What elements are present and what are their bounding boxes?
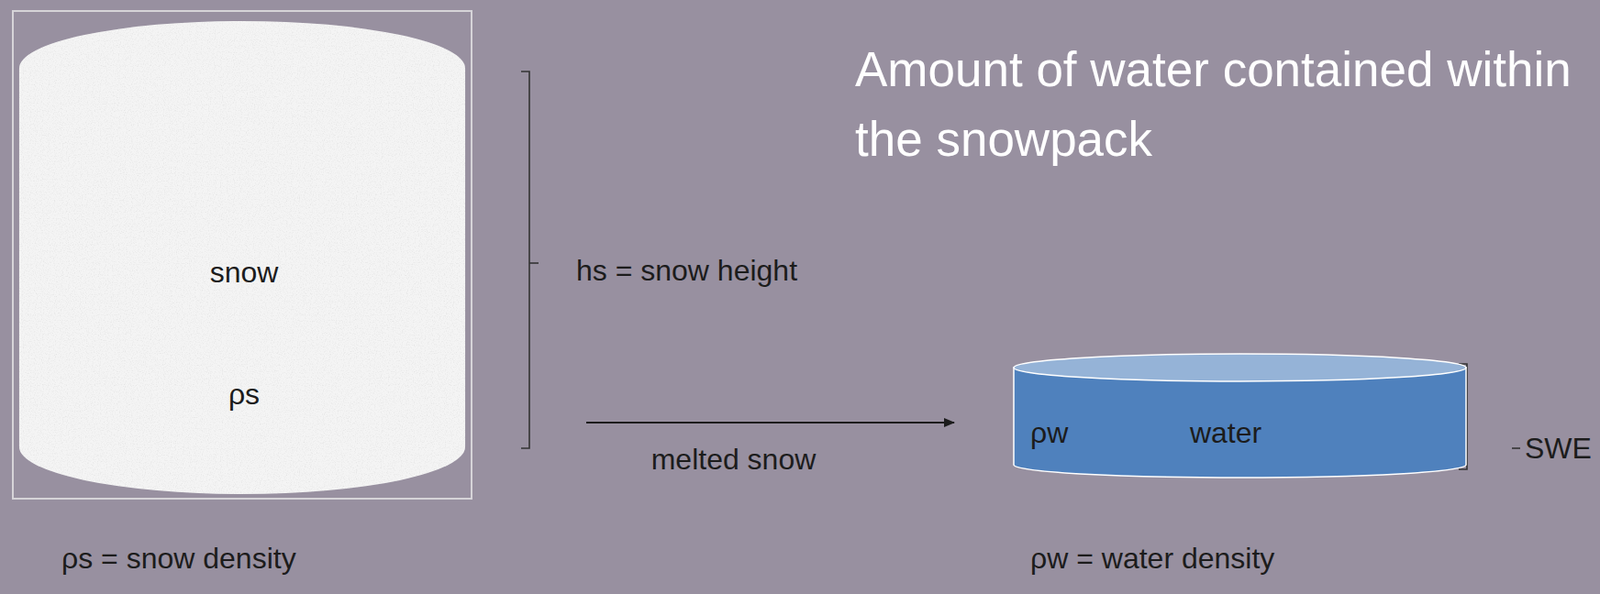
snow-text: snow [210, 255, 279, 290]
swe-label: SWE [1524, 432, 1592, 467]
melt-arrow [586, 422, 955, 424]
water-cylinder [1012, 352, 1467, 480]
snow-column: snow ρs [11, 10, 473, 500]
height-bracket [521, 71, 530, 449]
water-column: ρw water [1012, 352, 1467, 480]
legend-note: ρs = snow density [61, 542, 297, 577]
density-symbol: ρw [1030, 416, 1068, 451]
title: Amount of water contained within the sno… [855, 34, 1589, 175]
bracket-tick [1511, 447, 1521, 450]
bracket-tick [529, 262, 539, 265]
legend-note: ρw = water density [1030, 542, 1275, 577]
water-text: water [1189, 416, 1262, 451]
height-label: hs = snow height [576, 254, 798, 289]
snow-cylinder [13, 11, 471, 499]
edge-label: melted snow [651, 443, 817, 478]
density-symbol: ρs [228, 377, 260, 412]
